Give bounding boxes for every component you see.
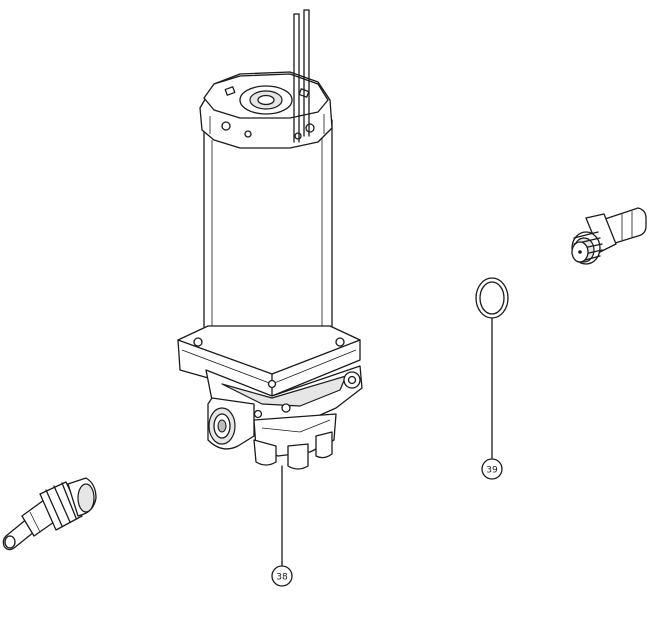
callout-label-38: 38 (276, 573, 288, 583)
callout-label-39: 39 (486, 466, 498, 476)
callout-38: 38 (271, 465, 293, 587)
callout-circle-39 (481, 458, 503, 480)
pump-assembly (177, 9, 363, 470)
hose-barb-fitting-left (2, 477, 97, 551)
callout-39: 39 (481, 317, 503, 480)
callout-circle-38 (271, 565, 293, 587)
hose-barb-fitting-right (571, 207, 647, 265)
o-ring (475, 277, 509, 319)
